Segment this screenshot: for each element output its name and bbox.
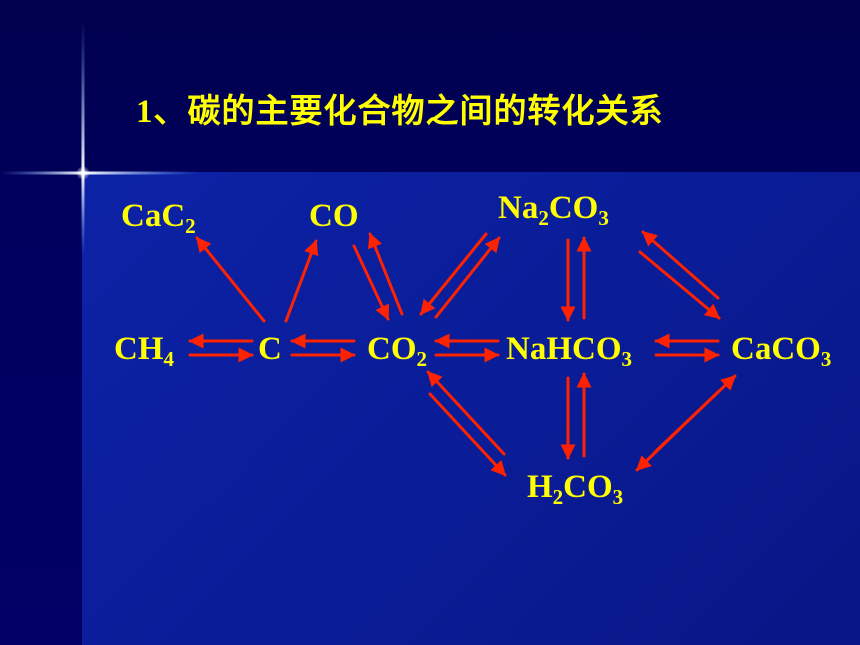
compound-nahco3-main: NaHCO [506,331,622,367]
compound-h2co3-s2: 3 [612,485,624,509]
compound-co2-main: CO [367,331,417,367]
arrow-caco3-to-na2co3 [641,230,720,300]
compound-cac2-sub: 2 [185,214,196,238]
arrow-na2co3-to-co2 [419,232,488,316]
compound-ch4: CH4 [114,331,174,370]
compound-na2co3-p2: CO [548,190,599,226]
compound-nahco3-sub: 3 [621,347,633,371]
compound-co-main: CO [309,198,359,234]
arrow-co2-to-h2co3 [428,392,507,477]
compound-h2co3-p1: H [527,469,553,505]
compound-caco3: CaCO3 [731,331,831,370]
compound-nahco3: NaHCO3 [506,331,632,370]
compound-na2co3-s2: 3 [598,206,609,230]
arrow-co2-to-co [368,232,404,316]
compound-caco3-main: CaCO [731,331,821,367]
compound-co2-sub: 2 [416,347,428,371]
arrow-co2-to-na2co3 [434,236,501,319]
left-band [0,172,82,645]
compound-h2co3-p2: CO [563,469,613,505]
arrow-h2co3-to-caco3 [653,374,737,454]
compound-ch4-sub: 4 [163,347,175,371]
compound-ch4-main: CH [114,331,164,367]
arrow-co-to-co2 [352,244,390,321]
compound-h2co3: H2CO3 [527,469,623,508]
top-band [0,0,860,172]
compound-c-main: C [258,331,282,367]
arrow-c-to-cac2 [195,236,266,323]
compound-h2co3-s1: 2 [552,485,564,509]
arrow-h2co3-to-co2 [426,370,506,456]
compound-co: CO [309,200,359,233]
compound-na2co3: Na2CO3 [498,190,609,229]
arrow-c-to-co [284,239,319,323]
compound-na2co3-s1: 2 [538,206,549,230]
arrow-na2co3-to-caco3 [638,250,721,320]
compound-co2: CO2 [367,331,427,370]
compound-c: C [258,333,282,366]
compound-caco3-sub: 3 [820,347,832,371]
compound-cac2: CaC2 [121,198,196,237]
page-title: 1、碳的主要化合物之间的转化关系 [136,94,664,130]
compound-na2co3-p1: Na [498,190,539,226]
compound-cac2-main: CaC [121,198,186,234]
